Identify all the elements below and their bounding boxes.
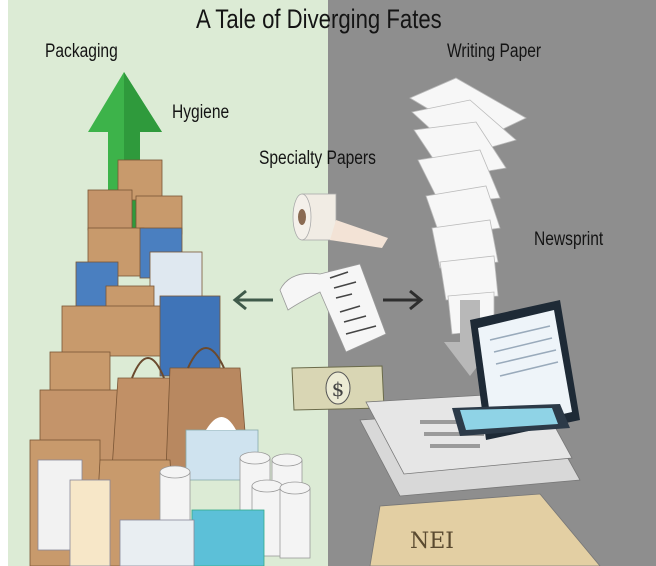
page-title: A Tale of Diverging Fates <box>196 4 442 34</box>
left-arrow-icon <box>232 289 273 311</box>
label-specialty-papers: Specialty Papers <box>259 148 376 169</box>
right-arrow-icon <box>383 289 424 311</box>
svg-text:$: $ <box>332 377 345 401</box>
receipt-icon <box>279 263 387 353</box>
svg-text:NEI: NEI <box>410 529 454 554</box>
label-writing-paper: Writing Paper <box>447 41 542 62</box>
dollar-bill-icon: $ <box>291 365 385 411</box>
label-packaging: Packaging <box>45 41 118 62</box>
label-hygiene: Hygiene <box>172 102 230 123</box>
paper-roll-icon <box>292 193 388 248</box>
label-newsprint: Newsprint <box>534 229 604 250</box>
hygiene-products <box>37 417 311 566</box>
writing-paper-stack <box>409 77 527 335</box>
tablet-icon <box>452 300 580 440</box>
